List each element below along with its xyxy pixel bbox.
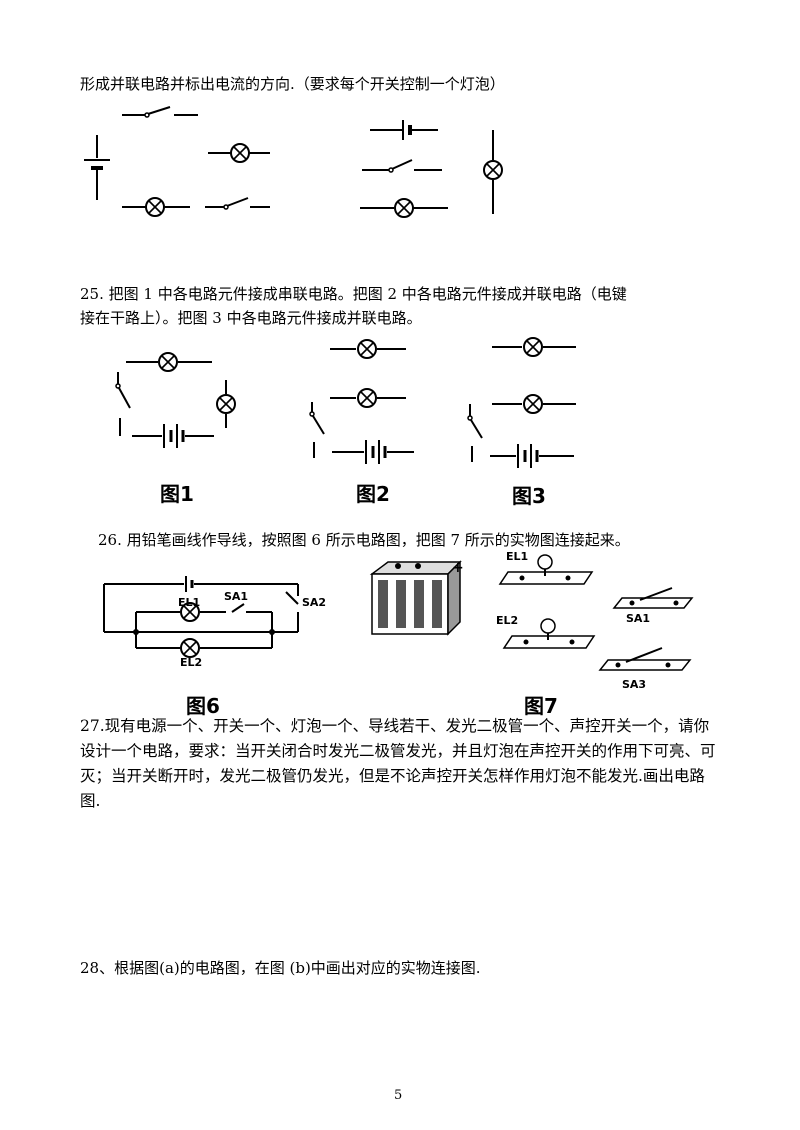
battery-box: + (369, 560, 464, 636)
fig6-label-el2: EL2 (180, 656, 202, 669)
fig7-label-el2: EL2 (496, 614, 518, 627)
q24-right-diagram (360, 120, 503, 218)
figure-7-caption: 图7 (524, 694, 558, 718)
question-27-text: 27.现有电源一个、开关一个、灯泡一个、导线若干、发光二极管一个、声控开关一个，… (80, 717, 716, 810)
page-number: 5 (394, 1088, 403, 1103)
q24-battery-vertical (84, 135, 110, 200)
q24r-lamp-bottom (360, 198, 448, 218)
switch-sa1: SA1 (612, 587, 694, 625)
q24-left-diagram (84, 106, 270, 217)
figure-1-diagram (115, 352, 236, 448)
fig7-label-sa3: SA3 (622, 678, 646, 691)
q24-lamp-bottom (122, 197, 190, 217)
lamp-holder-el1: EL1 (498, 550, 594, 585)
fig7-label-sa1: SA1 (626, 612, 650, 625)
question-26-text: 26. 用铅笔画线作导线，按照图 6 所示电路图，把图 7 所示的实物图连接起来… (98, 531, 630, 549)
lamp-holder-el2: EL2 (496, 614, 596, 649)
question-25-line-2: 接在干路上）。把图 3 中各电路元件接成并联电路。 (80, 309, 422, 327)
figure-3-caption: 图3 (512, 484, 546, 508)
q24-switch-top (122, 106, 198, 118)
figure-1-caption: 图1 (160, 482, 194, 506)
figure-7-diagram: + EL1 EL2 SA1 (369, 550, 694, 691)
q24r-lamp-vertical (483, 130, 503, 214)
q24r-battery (370, 120, 438, 140)
q24-lamp-right (208, 143, 270, 163)
figure-3-diagram (467, 337, 576, 468)
fig6-label-sa2: SA2 (302, 596, 326, 609)
question-28-text: 28、根据图(a)的电路图，在图 (b)中画出对应的实物连接图. (80, 959, 481, 977)
q24-switch-bottom (205, 197, 270, 210)
q24r-switch (362, 159, 442, 173)
figure-2-caption: 图2 (356, 482, 390, 506)
figure-6-diagram: EL1 SA1 SA2 EL2 (103, 576, 326, 669)
question-24-tail: 形成并联电路并标出电流的方向.（要求每个开关控制一个灯泡） (80, 75, 505, 93)
figure-2-diagram (309, 339, 414, 464)
fig6-label-sa1: SA1 (224, 590, 248, 603)
battery-plus-label: + (452, 560, 464, 576)
question-25-line-1: 25. 把图 1 中各电路元件接成串联电路。把图 2 中各电路元件接成并联电路（… (80, 285, 627, 303)
figure-6-caption: 图6 (186, 694, 220, 718)
fig6-label-el1: EL1 (178, 596, 200, 609)
switch-sa2: SA3 (598, 647, 692, 691)
fig7-label-el1: EL1 (506, 550, 528, 563)
